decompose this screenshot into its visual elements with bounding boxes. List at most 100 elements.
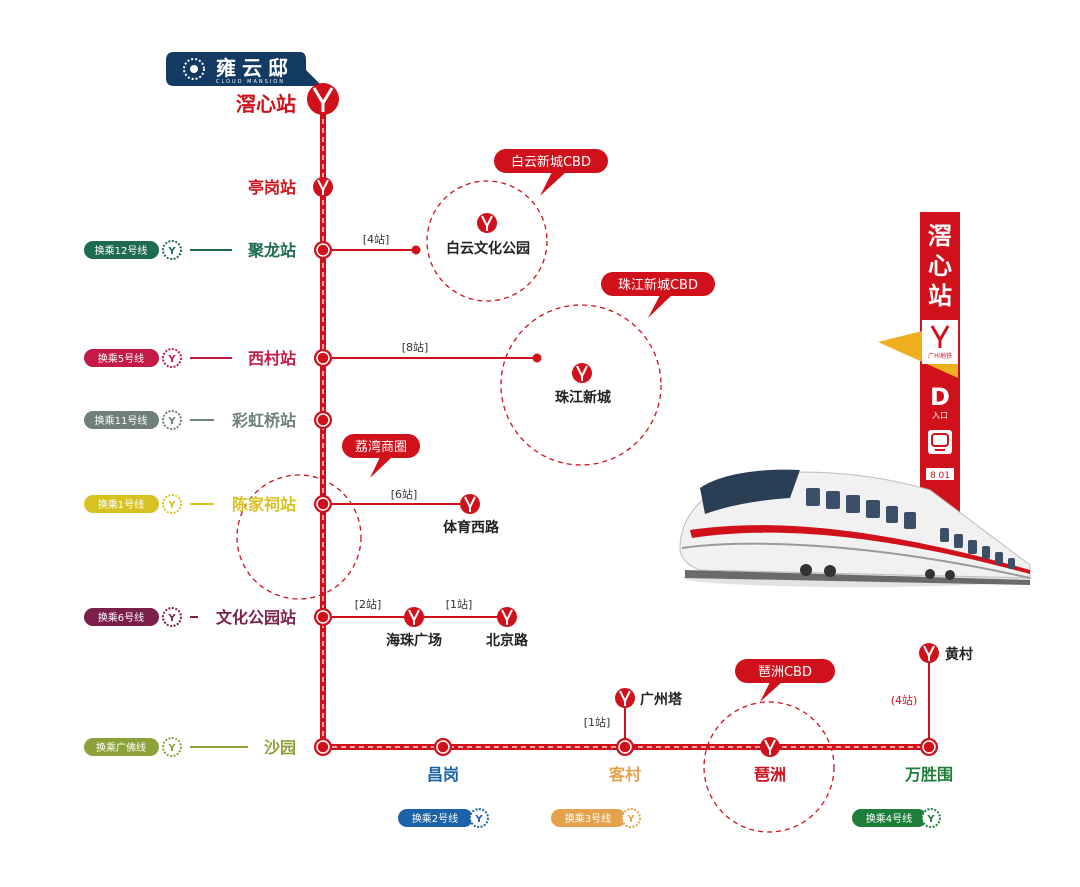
liwan-callout: 荔湾商圈 bbox=[342, 434, 420, 478]
station-shayuan-node[interactable] bbox=[314, 738, 332, 756]
tiyu-count-label: [6站] bbox=[391, 487, 418, 501]
start-station-label[interactable]: 滘心站 bbox=[236, 92, 296, 116]
liwan-circle bbox=[236, 474, 362, 600]
transfer-line11-badge[interactable]: 换乘11号线 Y bbox=[84, 410, 182, 430]
line5-gear-icon bbox=[162, 348, 182, 368]
station-wanshengwei-label[interactable]: 万胜围 bbox=[904, 765, 953, 784]
tiyu-station-icon bbox=[460, 494, 480, 514]
baiyun-count-label: [4站] bbox=[363, 232, 390, 246]
transfer-line5-badge[interactable]: 换乘5号线 Y bbox=[84, 348, 182, 368]
station-wanshengwei-node[interactable] bbox=[920, 738, 938, 756]
line3-gear-icon bbox=[621, 808, 641, 828]
sign-entrance-label: 入口 bbox=[932, 411, 948, 420]
sign-entrance: D bbox=[930, 383, 950, 411]
svg-text:Y: Y bbox=[167, 354, 176, 365]
canton-tower-station-icon bbox=[615, 688, 635, 708]
sign-operator: 广州地铁 bbox=[928, 352, 952, 360]
transfer-line1-badge[interactable]: 换乘1号线 Y bbox=[84, 494, 182, 514]
svg-text:琶洲CBD: 琶洲CBD bbox=[758, 665, 812, 680]
sign-station-name-2: 心 bbox=[928, 252, 952, 280]
huangcun-label[interactable]: 黄村 bbox=[945, 646, 973, 663]
svg-text:Y: Y bbox=[167, 416, 176, 427]
haizhu-label[interactable]: 海珠广场 bbox=[386, 632, 442, 649]
station-chenjiaci-node[interactable] bbox=[314, 495, 332, 513]
station-pazhou-icon[interactable] bbox=[760, 737, 780, 757]
station-wenhuagongyuan-node[interactable] bbox=[314, 608, 332, 626]
station-chenjiaci-label[interactable]: 陈家祠站 bbox=[232, 495, 296, 514]
huangcun-station-icon bbox=[919, 643, 939, 663]
zhujiang-count-label: [8站] bbox=[402, 340, 429, 354]
haizhu-count-label: [2站] bbox=[355, 597, 382, 611]
station-shayuan-label[interactable]: 沙园 bbox=[264, 738, 296, 757]
beijing-label[interactable]: 北京路 bbox=[486, 632, 529, 649]
station-xicun-node[interactable] bbox=[314, 349, 332, 367]
metro-logo-icon bbox=[930, 325, 950, 348]
svg-text:Y: Y bbox=[167, 500, 176, 511]
haizhu-station-icon bbox=[404, 607, 424, 627]
transfer-line12-badge[interactable]: 换乘12号线 Y bbox=[84, 240, 182, 260]
subway-train-icon bbox=[928, 430, 952, 454]
transfer-line3-badge[interactable]: 换乘3号线 Y bbox=[551, 808, 641, 828]
svg-text:白云新城CBD: 白云新城CBD bbox=[511, 154, 591, 170]
station-changgang-label[interactable]: 昌岗 bbox=[427, 765, 459, 784]
station-changgang-node[interactable] bbox=[434, 738, 452, 756]
svg-text:Y: Y bbox=[167, 743, 176, 754]
svg-text:换乘4号线: 换乘4号线 bbox=[866, 812, 912, 825]
baiyun-cbd-callout: 白云新城CBD bbox=[494, 149, 608, 196]
branch-baiyun-endpoint bbox=[411, 245, 421, 255]
baiyun-cbd-circle bbox=[426, 180, 548, 302]
svg-text:Y: Y bbox=[167, 613, 176, 624]
sign-station-name-1: 滘 bbox=[928, 222, 952, 250]
branch-zhujiang-endpoint bbox=[532, 353, 542, 363]
station-pazhou-label[interactable]: 琶洲 bbox=[754, 765, 786, 784]
canton-tower-count: [1站] bbox=[584, 715, 611, 729]
transfer-line2-badge[interactable]: 换乘2号线 Y bbox=[398, 808, 489, 828]
station-julong-node[interactable] bbox=[314, 241, 332, 259]
svg-text:换乘12号线: 换乘12号线 bbox=[95, 244, 148, 257]
station-tinggang-label[interactable]: 亭岗站 bbox=[248, 178, 296, 197]
station-xicun-label[interactable]: 西村站 bbox=[248, 349, 296, 368]
tiyu-dest-label[interactable]: 体育西路 bbox=[443, 519, 500, 536]
line4-gear-icon bbox=[921, 808, 941, 828]
line6-gear-icon bbox=[162, 607, 182, 627]
svg-text:换乘2号线: 换乘2号线 bbox=[412, 812, 458, 825]
station-caihongqiao-node[interactable] bbox=[314, 411, 332, 429]
beijing-count-label: [1站] bbox=[446, 597, 473, 611]
canton-tower-label[interactable]: 广州塔 bbox=[640, 691, 683, 708]
station-kecun-label[interactable]: 客村 bbox=[609, 765, 641, 784]
station-julong-label[interactable]: 聚龙站 bbox=[247, 241, 296, 260]
svg-text:Y: Y bbox=[926, 814, 935, 825]
svg-text:换乘5号线: 换乘5号线 bbox=[98, 352, 144, 365]
baiyun-station-icon bbox=[477, 213, 497, 233]
station-kecun-node[interactable] bbox=[616, 738, 634, 756]
zhujiang-dest-label[interactable]: 珠江新城 bbox=[555, 389, 611, 406]
svg-text:Y: Y bbox=[626, 814, 635, 825]
station-sign-pillar: 滘 心 站 广州地铁 D 入口 8 01 bbox=[878, 212, 960, 537]
zhujiang-station-icon bbox=[572, 363, 592, 383]
transfer-line4-badge[interactable]: 换乘4号线 Y bbox=[852, 808, 941, 828]
logo-subtitle: CLOUD MANSION bbox=[216, 79, 285, 85]
svg-text:换乘广佛线: 换乘广佛线 bbox=[96, 741, 146, 754]
logo: 雍云邸 CLOUD MANSION bbox=[166, 52, 322, 86]
logo-emblem-icon bbox=[183, 58, 205, 80]
svg-text:荔湾商圈: 荔湾商圈 bbox=[355, 439, 407, 455]
svg-text:Y: Y bbox=[167, 246, 176, 257]
sign-station-name-3: 站 bbox=[928, 282, 952, 310]
station-wenhuagongyuan-label[interactable]: 文化公园站 bbox=[216, 608, 296, 627]
svg-text:换乘6号线: 换乘6号线 bbox=[98, 611, 144, 624]
sign-code: 8 01 bbox=[930, 471, 950, 481]
zhujiang-cbd-circle bbox=[500, 304, 662, 466]
huangcun-count: (4站) bbox=[891, 693, 918, 707]
zhujiang-cbd-callout: 珠江新城CBD bbox=[601, 272, 715, 318]
logo-brand: 雍云邸 bbox=[216, 56, 294, 80]
beijing-station-icon bbox=[497, 607, 517, 627]
line1-gear-icon bbox=[162, 494, 182, 514]
svg-text:换乘11号线: 换乘11号线 bbox=[95, 414, 148, 427]
station-caihongqiao-label[interactable]: 彩虹桥站 bbox=[231, 411, 296, 430]
line12-gear-icon bbox=[162, 240, 182, 260]
start-station-logo-icon bbox=[307, 83, 339, 115]
baiyun-dest-label[interactable]: 白云文化公园 bbox=[446, 240, 530, 257]
transfer-line6-badge[interactable]: 换乘6号线 Y bbox=[84, 607, 182, 627]
transfer-guangfo-badge[interactable]: 换乘广佛线 Y bbox=[84, 737, 182, 757]
svg-text:换乘3号线: 换乘3号线 bbox=[565, 812, 611, 825]
